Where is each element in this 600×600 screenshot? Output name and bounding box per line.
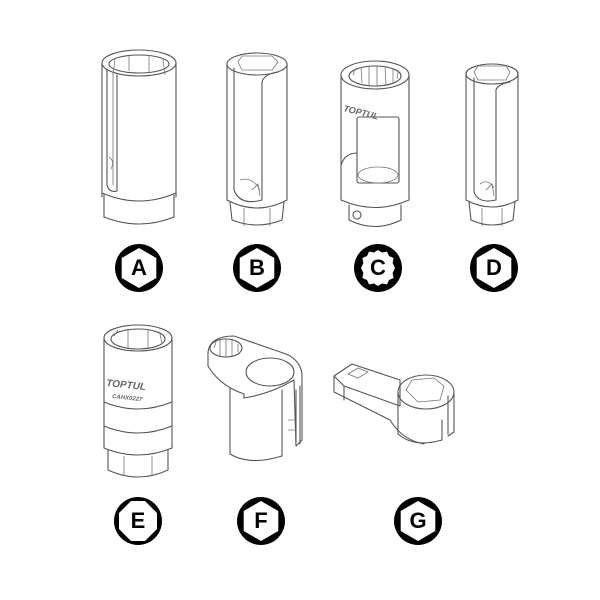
badge-label-c: C [370,255,386,280]
badge-label-g: G [409,508,427,533]
badge-a: A [113,242,165,294]
brand-text-toptul: TOPTUL [106,378,147,393]
badge-c: C [352,242,404,294]
hexagon-badge-icon [394,497,442,545]
badge-e: E [112,495,164,547]
badge-label-b: B [249,255,265,280]
octagon-badge-icon [114,497,162,545]
tool-c-windowed-socket: TOPTUL [335,55,415,228]
tool-d-slotted-socket [462,60,522,230]
hexagon-badge-icon [233,244,281,292]
brand-text-toptul: TOPTUL [343,103,380,121]
tool-b-slotted-socket [222,50,292,230]
hexagon-badge-icon [237,497,285,545]
tool-a-slotted-socket [95,45,185,225]
badge-label-e: E [130,508,146,533]
badge-f: F [235,495,287,547]
tool-e-deep-socket: TOPTUL CAHX0227 [98,320,178,480]
badge-label-a: A [131,255,147,280]
badge-d: D [468,242,520,294]
badge-g: G [392,495,444,547]
badge-b: B [231,242,283,294]
hexagon-badge-icon [470,244,518,292]
part-number-text: CAHX0227 [112,394,143,403]
badge-label-d: D [486,255,502,280]
hexagon-badge-icon [115,244,163,292]
badge-label-f: F [254,508,268,533]
twelve-point-badge-icon [354,244,402,292]
tool-f-offset-wrench [200,330,310,470]
tool-g-offset-wrench [330,360,480,460]
